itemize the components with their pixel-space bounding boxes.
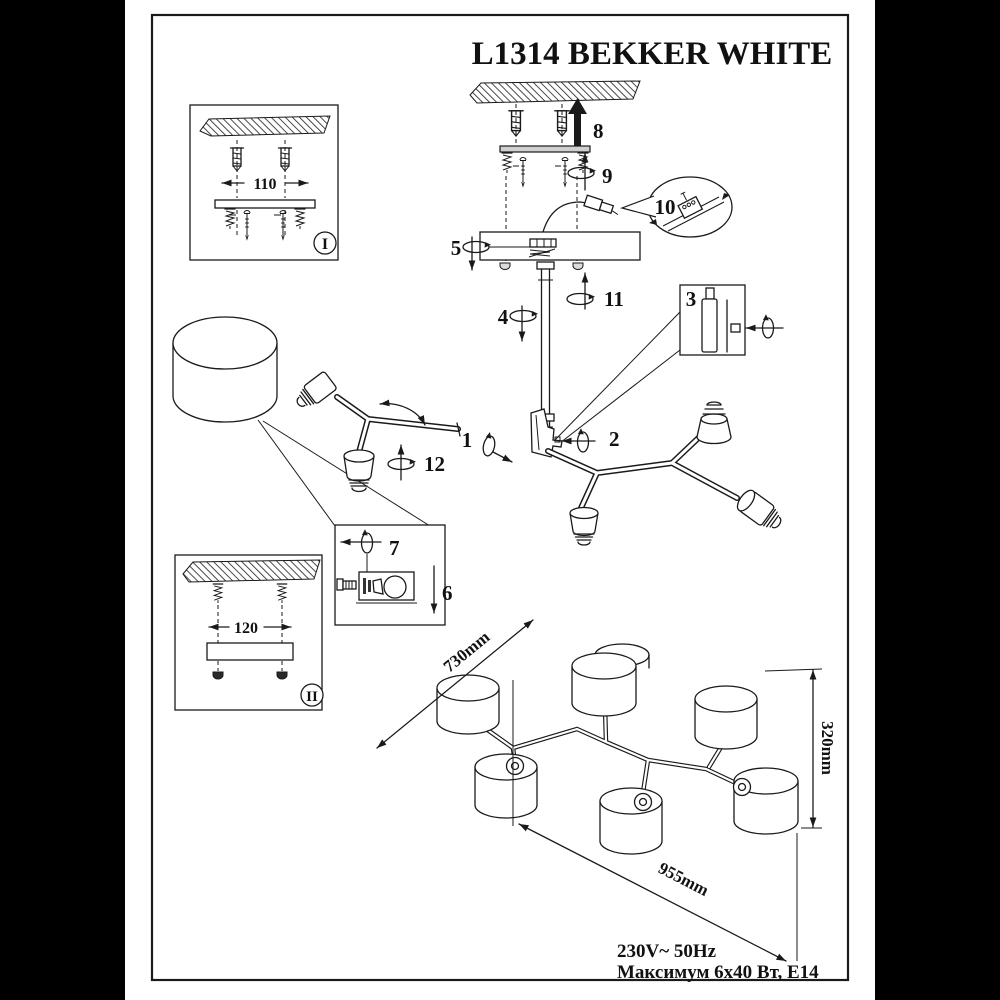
step-label-3: 3 <box>686 287 697 311</box>
step-label-2: 2 <box>609 427 620 451</box>
right-branch-assembly <box>545 401 782 546</box>
bulb-base <box>372 578 384 595</box>
detail-box-3: 3 <box>679 284 784 356</box>
ceiling-hatch <box>182 559 321 583</box>
roman-numeral-1: I <box>322 236 328 253</box>
lamp-socket <box>696 401 732 445</box>
lamp-socket <box>569 506 599 546</box>
ceiling-canopy <box>479 231 641 261</box>
page-title: L1314 BEKKER WHITE <box>472 36 833 72</box>
lamp-socket <box>736 489 782 529</box>
cap-nut-icon <box>276 671 288 680</box>
step-label-4: 4 <box>498 305 509 329</box>
assembly-diagram: L1314 BEKKER WHITE 110 I <box>150 13 850 983</box>
bulb-detail-box: 7 6 <box>334 524 453 626</box>
step-label-8: 8 <box>593 119 604 143</box>
mounting-bar <box>206 642 294 661</box>
lamp-shade <box>436 674 500 735</box>
inset-1-dimension: 110 <box>253 176 276 193</box>
terminal-block-icon <box>677 191 704 220</box>
overall-dimension-drawing: 730mm 320mm 955mm <box>376 619 837 962</box>
lamp-shade <box>474 753 538 819</box>
wire-connector <box>583 194 619 215</box>
rotate-arm-arrow <box>379 399 426 426</box>
step-label-11: 11 <box>604 287 624 311</box>
cap-nut-icon <box>499 262 584 270</box>
lamp-shade <box>172 316 278 423</box>
inset-box-1: 110 I <box>189 104 339 261</box>
mounting-bar <box>214 199 316 209</box>
inset-2-dimension: 120 <box>234 620 258 637</box>
arrow-down-right-icon <box>492 451 513 463</box>
step-label-10: 10 <box>655 195 676 219</box>
inset-box-2: 120 II <box>174 554 324 711</box>
leader-line <box>555 349 681 447</box>
roman-numeral-2: II <box>306 689 318 705</box>
dimension-line-width <box>376 619 534 749</box>
spec-max-power: Максимум 6x40 Вт, E14 <box>617 962 819 983</box>
step-label-5: 5 <box>451 236 462 260</box>
power-wire <box>542 201 588 233</box>
leader-line <box>257 419 336 527</box>
instruction-sheet: L1314 BEKKER WHITE 110 I <box>125 0 875 1000</box>
roman-numeral-badge <box>300 683 324 707</box>
extension-line <box>764 668 823 672</box>
lamp-shade <box>694 685 758 750</box>
ceiling-mount-assembly: 8 9 <box>451 80 784 463</box>
step-label-7: 7 <box>389 536 400 560</box>
electrical-specs: 230V~ 50Hz Максимум 6x40 Вт, E14 <box>617 941 819 983</box>
step-label-1: 1 <box>462 428 473 452</box>
dimension-line-length <box>518 823 787 962</box>
terminal-block-callout: 10 <box>620 176 733 238</box>
ceiling-hatch <box>199 115 331 137</box>
step-label-6: 6 <box>442 581 453 605</box>
dimension-height-label: 320mm <box>818 721 837 775</box>
mounting-bar <box>499 145 591 153</box>
spec-voltage: 230V~ 50Hz <box>617 941 717 962</box>
step-label-12: 12 <box>424 452 445 476</box>
socket-screw-icon <box>336 578 357 591</box>
cap-nut-icon <box>212 671 224 680</box>
lamp-shade <box>733 767 799 835</box>
leader-line <box>553 311 681 442</box>
lamp-socket <box>343 449 375 493</box>
lamp-socket <box>296 371 337 407</box>
lamp-shade <box>571 652 637 717</box>
arrow-up-icon <box>568 98 587 148</box>
lamp-shade <box>599 787 663 855</box>
light-bulb-icon <box>383 575 407 599</box>
ceiling-hatch <box>469 80 641 104</box>
socket-hub <box>505 756 752 812</box>
step-label-9: 9 <box>602 164 613 188</box>
left-branch-assembly: 12 <box>172 316 461 527</box>
roman-numeral-badge <box>313 231 337 255</box>
